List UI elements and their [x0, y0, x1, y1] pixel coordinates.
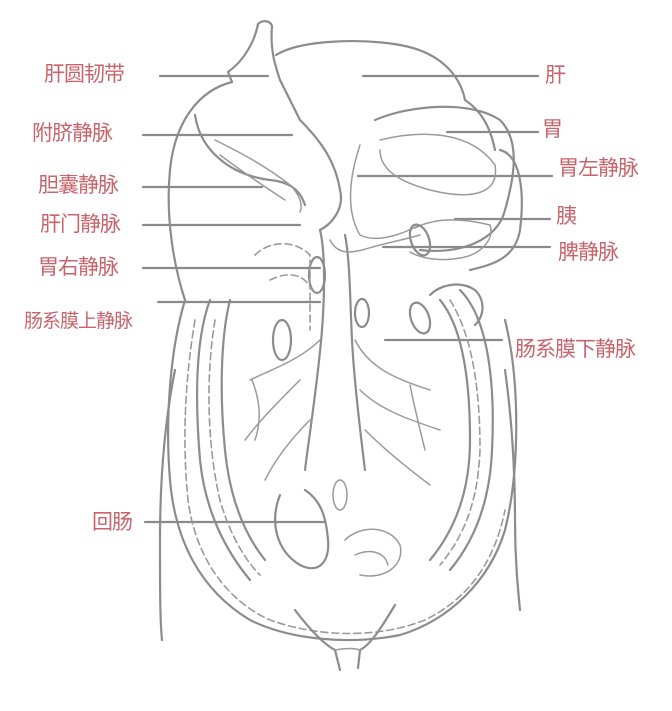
label-right-gastric-vein: 胃右静脉: [38, 255, 119, 279]
label-superior-mesenteric-vein: 肠系膜上静脉: [24, 310, 133, 332]
label-left-gastric-vein: 胃左静脉: [558, 156, 639, 180]
label-pancreas: 胰: [556, 204, 577, 228]
label-splenic-vein: 脾静脉: [558, 240, 619, 264]
label-hepatic-portal-vein: 肝门静脉: [40, 212, 121, 236]
label-ligamentum-teres: 肝圆韧带: [44, 62, 125, 86]
label-stomach: 胃: [542, 117, 563, 141]
label-ileum: 回肠: [92, 510, 133, 534]
label-inferior-mesenteric-vein: 肠系膜下静脉: [515, 337, 636, 361]
label-paraumbilical-vein: 附脐静脉: [32, 121, 113, 145]
label-liver: 肝: [545, 63, 566, 87]
label-cystic-vein: 胆囊静脉: [38, 173, 119, 197]
